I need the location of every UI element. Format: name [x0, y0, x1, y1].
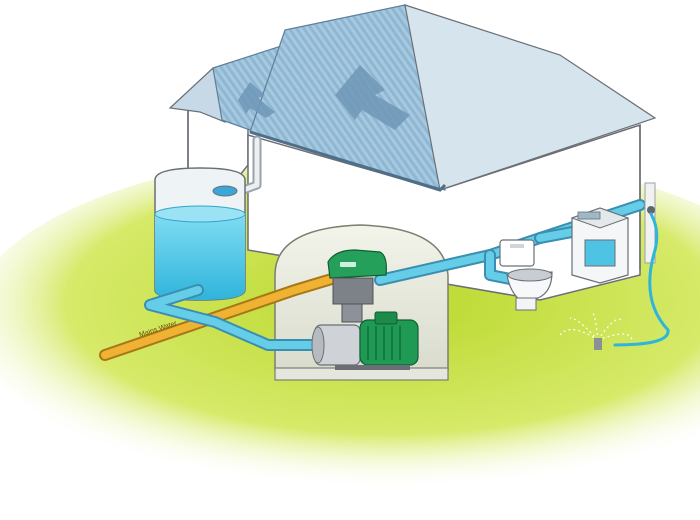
washing-machine-icon: [570, 207, 630, 284]
rainwater-tank-icon: [154, 167, 246, 301]
roof-flow-arrow: [335, 65, 410, 130]
pump-icon: [311, 311, 419, 370]
roof: [168, 4, 657, 192]
garden-tap-icon: [613, 182, 670, 347]
sprinkler-icon: [559, 311, 633, 350]
mains-water-pipe: [99, 272, 341, 361]
pressure-controller-icon: [327, 249, 387, 323]
roof-flow-arrow-small: [238, 82, 275, 118]
toilet-icon: [499, 239, 553, 311]
